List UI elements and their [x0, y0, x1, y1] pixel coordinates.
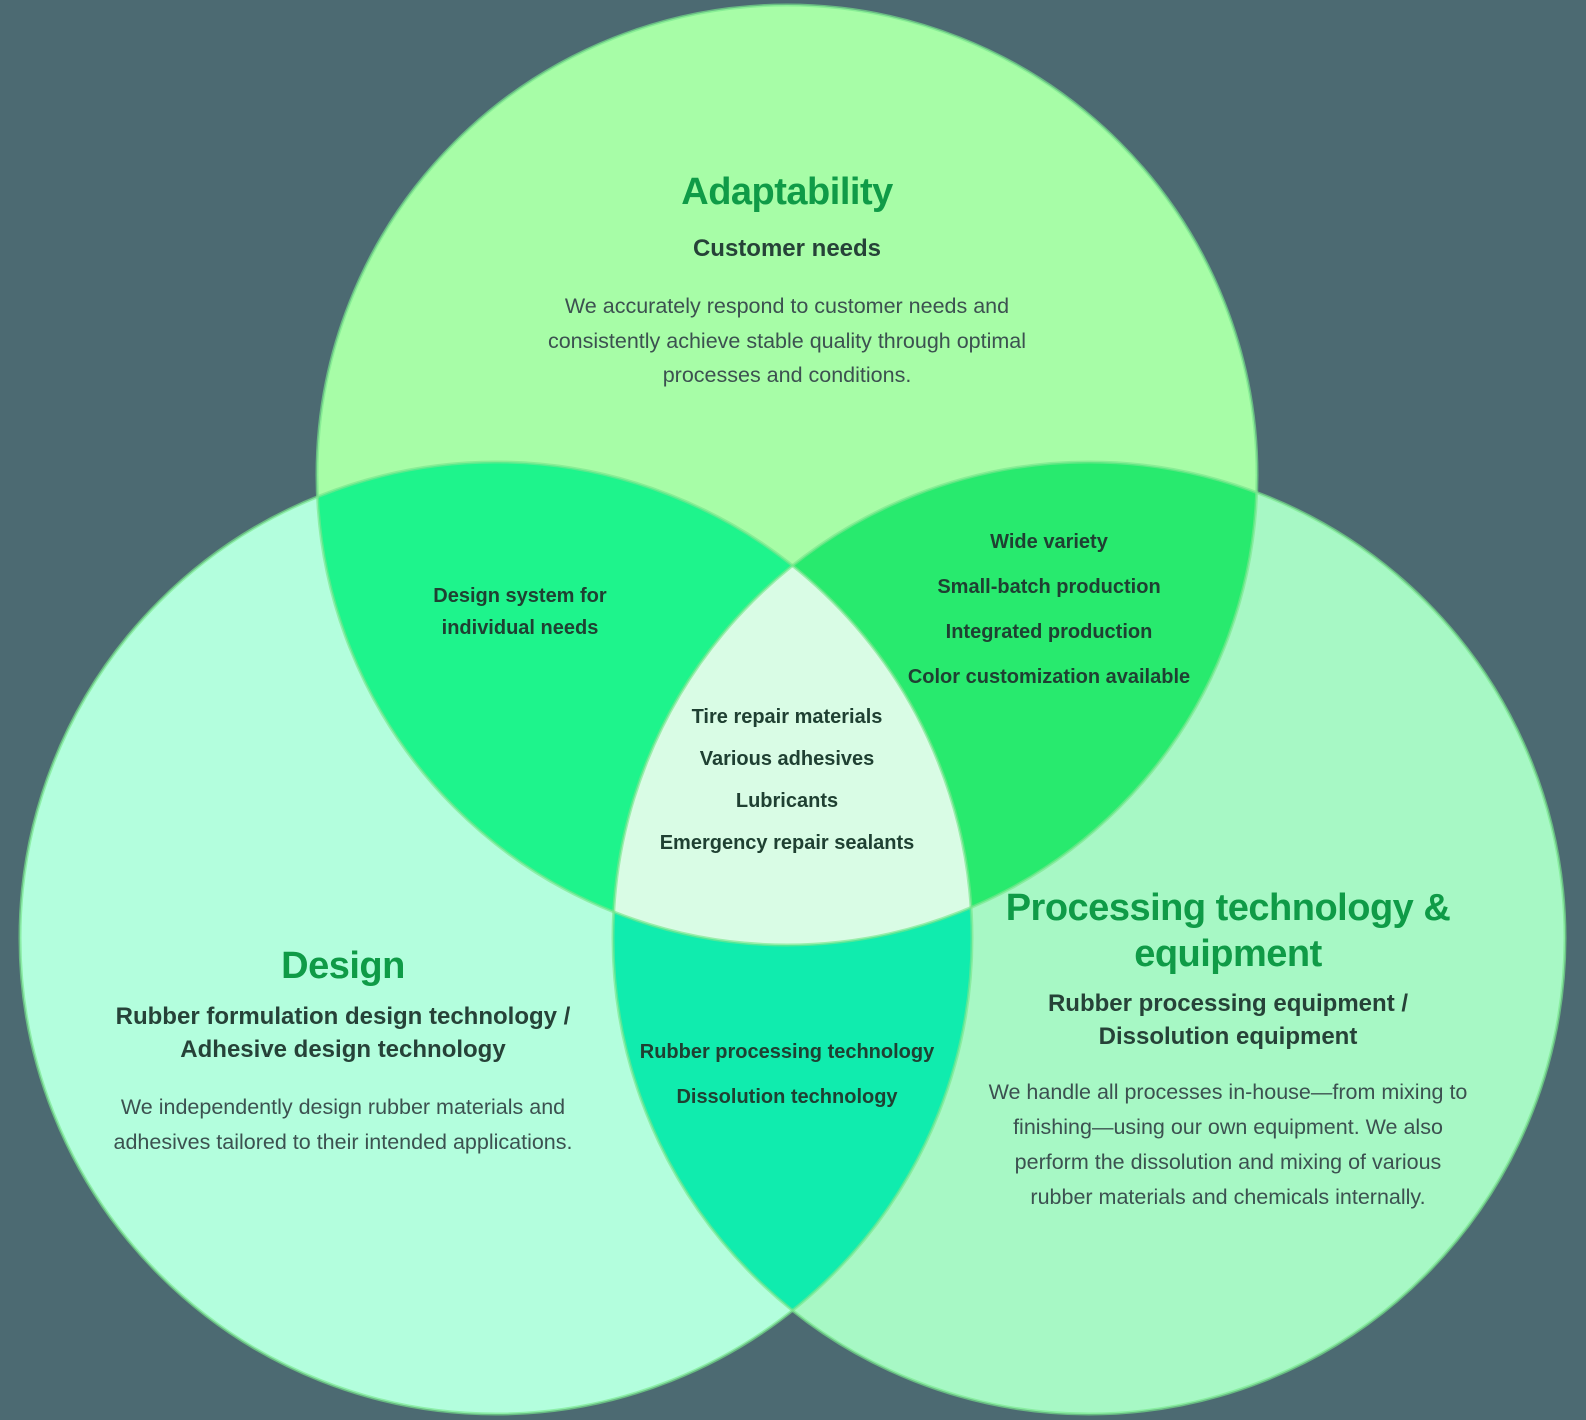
- overlap-design-adaptability: Design system for individual needs: [389, 580, 651, 644]
- region-center: [613, 462, 972, 945]
- overlap-label: Tire repair materials: [691, 706, 883, 728]
- adaptability-subtitle: Customer needs: [692, 234, 882, 262]
- outline-processing: [611, 460, 1567, 1416]
- design-subtitle-line1: Rubber formulation design technology /: [115, 1002, 571, 1030]
- outline-design: [18, 460, 974, 1416]
- adaptability-title: Adaptability: [681, 171, 893, 213]
- processing-subtitle-line2: Dissolution equipment: [1098, 1023, 1358, 1051]
- processing-subtitle: Rubber processing equipment / Dissolutio…: [968, 987, 1488, 1053]
- overlap-center: Tire repair materials Various adhesives …: [612, 705, 962, 856]
- overlap-label: Color customization available: [907, 666, 1191, 688]
- overlap-label: Integrated production: [945, 621, 1153, 643]
- overlap-adaptability-processing: Wide variety Small-batch production Inte…: [874, 530, 1224, 690]
- adaptability-section: Adaptability Customer needs We accuratel…: [437, 170, 1137, 393]
- processing-title-line2: equipment: [1134, 932, 1322, 975]
- overlap-label: Dissolution technology: [676, 1086, 898, 1108]
- design-title: Design: [281, 945, 405, 987]
- adaptability-description: We accurately respond to customer needs …: [547, 293, 1027, 388]
- overlap-label: Various adhesives: [699, 748, 875, 770]
- processing-title-line1: Processing technology &: [1005, 887, 1451, 929]
- overlap-label: Small-batch production: [937, 576, 1161, 598]
- processing-subtitle-line1: Rubber processing equipment /: [1047, 990, 1409, 1018]
- overlap-label: Wide variety: [990, 531, 1108, 553]
- design-subtitle: Rubber formulation design technology / A…: [83, 1000, 603, 1066]
- overlap-label: Lubricants: [735, 790, 839, 812]
- overlap-label: Rubber processing technology: [639, 1041, 935, 1063]
- design-section: Design Rubber formulation design technol…: [83, 944, 603, 1159]
- design-subtitle-line2: Adhesive design technology: [180, 1035, 506, 1063]
- outline-adaptability: [315, 3, 1259, 947]
- processing-description: We handle all processes in-house—from mi…: [988, 1080, 1468, 1209]
- overlap-label: Design system for individual needs: [433, 585, 607, 639]
- overlap-design-processing: Rubber processing technology Dissolution…: [612, 1040, 962, 1110]
- processing-title: Processing technology & equipment: [968, 886, 1488, 977]
- overlap-label: Emergency repair sealants: [659, 832, 915, 854]
- design-description: We independently design rubber materials…: [113, 1094, 573, 1154]
- processing-section: Processing technology & equipment Rubber…: [968, 886, 1488, 1215]
